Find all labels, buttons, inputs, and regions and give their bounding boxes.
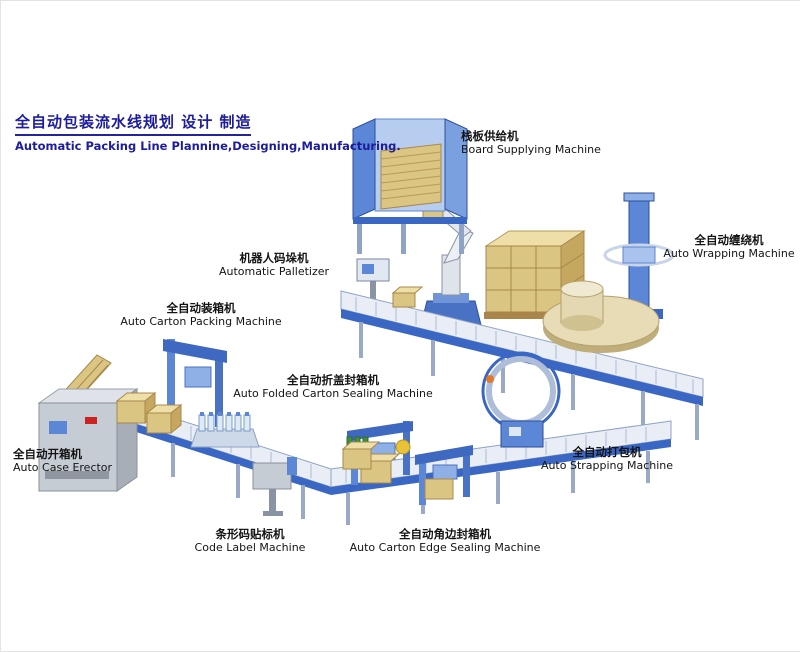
carton-packing-machine-graphic [115,339,260,448]
carton-edge-sealing-machine-graphic [415,445,473,505]
label-automatic-palletizer: 机器人码垛机 Automatic Palletizer [219,251,329,279]
bottle-carton-graphic [341,436,381,470]
label-zh: 栈板供给机 [461,129,519,143]
label-zh: 条形码贴标机 [215,527,285,541]
label-auto-strapping-machine: 全自动打包机 Auto Strapping Machine [541,445,673,473]
label-zh: 全自动角边封箱机 [399,527,491,541]
label-carton-packing-machine: 全自动装箱机 Auto Carton Packing Machine [120,301,281,329]
label-en: Automatic Palletizer [218,265,330,278]
label-en: Code Label Machine [194,541,306,554]
label-zh: 全自动折盖封箱机 [286,373,379,387]
label-en: Auto Carton Edge Sealing Machine [349,541,541,554]
label-zh: 全自动缠绕机 [694,233,764,247]
label-en: Auto Wrapping Machine [663,247,795,260]
board-supplying-machine-graphic [352,118,468,254]
turntable-graphic [542,280,660,353]
label-en: Auto Folded Carton Sealing Machine [233,387,433,400]
label-en: Board Supplying Machine [461,143,601,156]
label-zh: 全自动开箱机 [13,447,82,461]
pallet-load-graphic [484,230,586,319]
palletizer-control-box-graphic [356,258,390,305]
label-board-supplying-machine: 栈板供给机 Board Supplying Machine [461,129,601,157]
auto-strapping-machine-graphic [481,351,561,448]
label-zh: 机器人码垛机 [239,251,309,265]
label-zh: 全自动打包机 [572,445,642,459]
label-zh: 全自动装箱机 [166,301,236,315]
label-carton-edge-sealing-machine: 全自动角边封箱机 Auto Carton Edge Sealing Machin… [350,527,541,555]
page-title: 全自动包装流水线规划 设计 制造 [15,111,252,136]
label-code-label-machine: 条形码贴标机 Code Label Machine [195,527,306,555]
label-auto-wrapping-machine: 全自动缠绕机 Auto Wrapping Machine [663,233,794,261]
label-folded-carton-sealing-machine: 全自动折盖封箱机 Auto Folded Carton Sealing Mach… [233,373,433,401]
code-label-machine-graphic [252,457,297,516]
label-en: Auto Strapping Machine [540,459,674,472]
label-auto-case-erector: 全自动开箱机 Auto Case Erector [13,447,112,475]
label-en: Auto Carton Packing Machine [120,315,282,328]
carton-on-main-conveyor-graphic [391,286,424,308]
label-en: Auto Case Erector [13,461,113,474]
page-subtitle: Automatic Packing Line Plannine,Designin… [15,139,401,153]
header: 全自动包装流水线规划 设计 制造 Automatic Packing Line … [15,111,401,153]
